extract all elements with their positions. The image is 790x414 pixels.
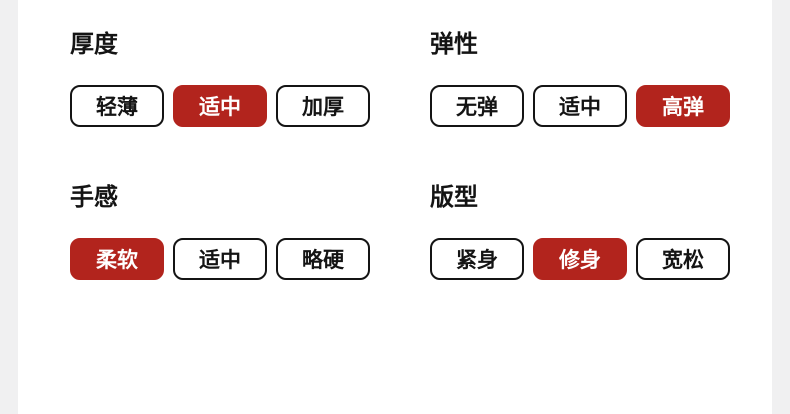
section-label-thickness: 厚度 (70, 31, 118, 58)
filter-section-elasticity: 弹性 无弹 适中 高弹 (430, 33, 790, 127)
option-button-thick[interactable]: 加厚 (276, 85, 370, 127)
right-gutter (772, 0, 790, 414)
options-row-elasticity: 无弹 适中 高弹 (430, 85, 790, 127)
options-row-thickness: 轻薄 适中 加厚 (70, 85, 430, 127)
option-button-thin[interactable]: 轻薄 (70, 85, 164, 127)
filter-section-fit: 版型 紧身 修身 宽松 (430, 186, 790, 280)
section-label-fit: 版型 (430, 184, 478, 211)
option-button-no-stretch[interactable]: 无弹 (430, 85, 524, 127)
left-gutter (0, 0, 18, 414)
section-label-elasticity: 弹性 (430, 31, 478, 58)
option-button-slim-fit[interactable]: 修身 (533, 238, 627, 280)
options-row-fit: 紧身 修身 宽松 (430, 238, 790, 280)
option-button-medium-stretch[interactable]: 适中 (533, 85, 627, 127)
option-button-medium-thickness[interactable]: 适中 (173, 85, 267, 127)
option-button-high-stretch[interactable]: 高弹 (636, 85, 730, 127)
filter-section-feel: 手感 柔软 适中 略硬 (70, 186, 430, 280)
attribute-grid: 厚度 轻薄 适中 加厚 弹性 无弹 适中 高弹 手感 柔软 适中 略硬 版型 紧… (70, 33, 790, 280)
filter-section-thickness: 厚度 轻薄 适中 加厚 (70, 33, 430, 127)
option-button-soft[interactable]: 柔软 (70, 238, 164, 280)
section-label-feel: 手感 (70, 184, 118, 211)
options-row-feel: 柔软 适中 略硬 (70, 238, 430, 280)
option-button-medium-feel[interactable]: 适中 (173, 238, 267, 280)
option-button-tight-fit[interactable]: 紧身 (430, 238, 524, 280)
option-button-loose-fit[interactable]: 宽松 (636, 238, 730, 280)
option-button-slightly-hard[interactable]: 略硬 (276, 238, 370, 280)
